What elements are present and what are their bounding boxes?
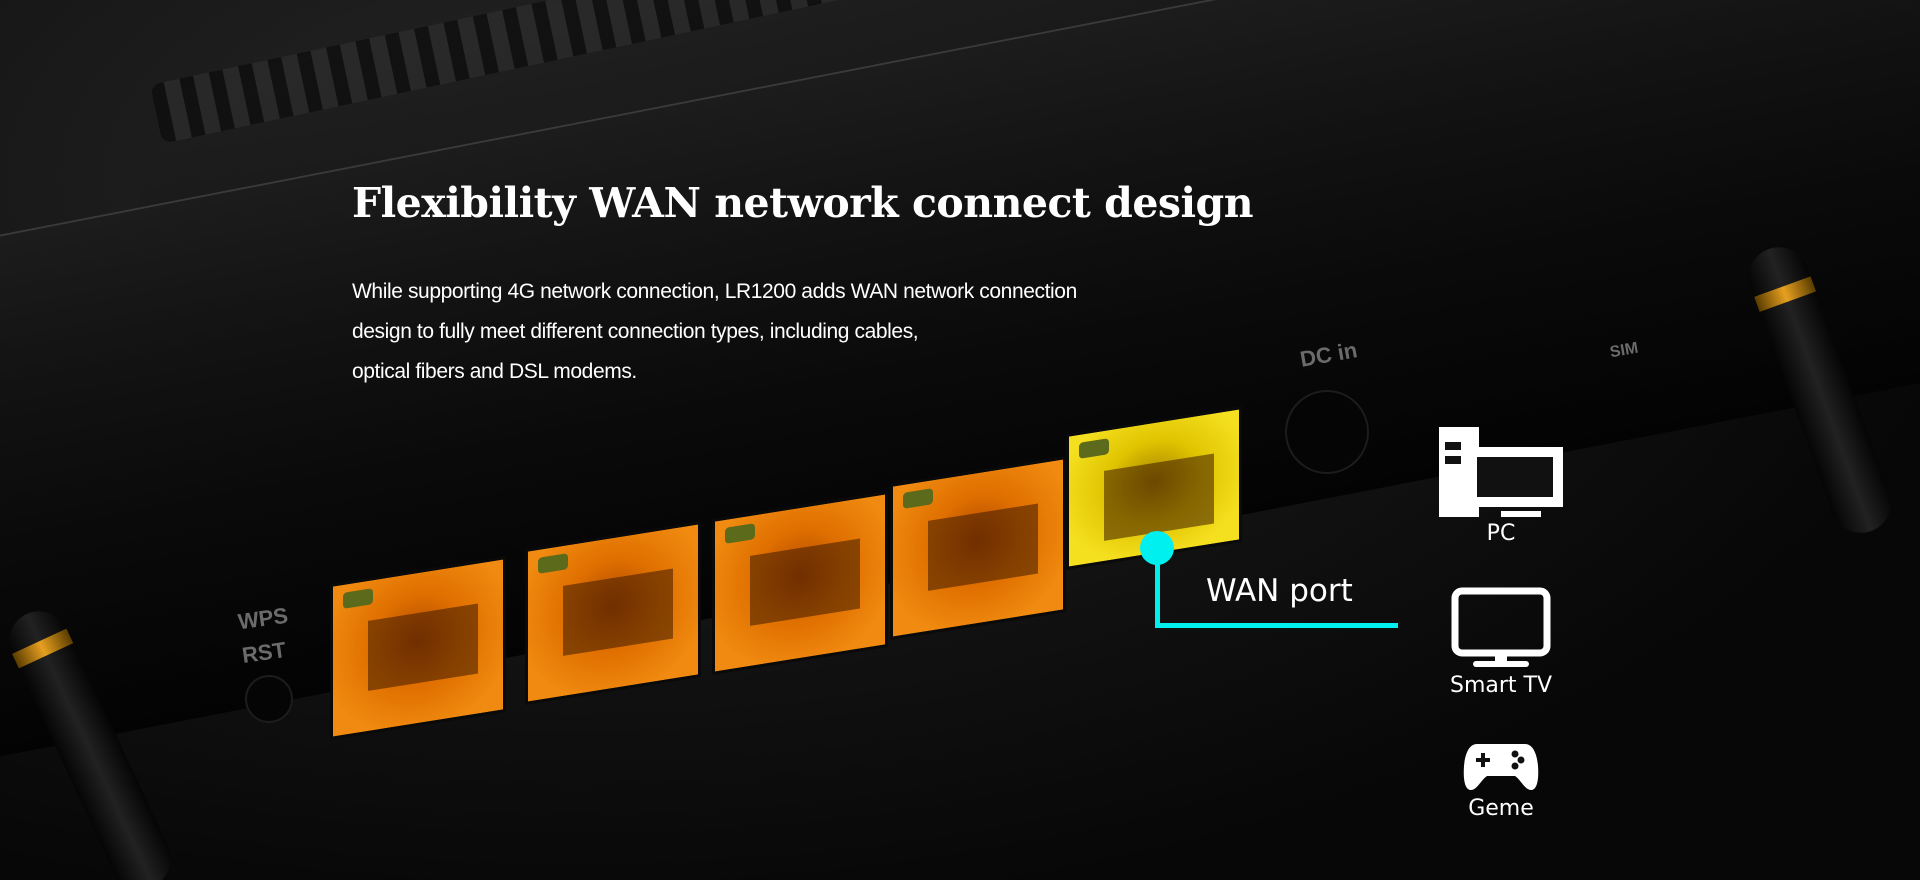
pc-icon	[1439, 427, 1563, 517]
reset-button	[245, 675, 293, 723]
wan-callout-line-horizontal	[1155, 623, 1398, 628]
lan-port-4	[890, 456, 1066, 640]
description-line: design to fully meet different connectio…	[352, 320, 919, 343]
description-line: While supporting 4G network connection, …	[352, 280, 1077, 303]
lan-port-3	[712, 491, 888, 675]
wan-callout-dot	[1140, 531, 1174, 565]
device-label: Smart TV	[1449, 673, 1553, 698]
wan-callout-label: WAN port	[1206, 573, 1353, 609]
device-label: PC	[1486, 521, 1516, 546]
device-pc: PC	[1421, 427, 1581, 546]
smart-tv-icon	[1451, 587, 1551, 667]
section-content: Flexibility WAN network connect design W…	[352, 176, 1254, 392]
lan-port-2	[525, 521, 701, 705]
wan-callout-line-vertical	[1155, 560, 1160, 628]
device-label: Geme	[1468, 796, 1534, 821]
lan-port-1	[330, 556, 506, 740]
dc-in-jack	[1285, 390, 1369, 474]
section-description: While supporting 4G network connection, …	[352, 272, 1212, 392]
section-title: Flexibility WAN network connect design	[352, 179, 1254, 227]
gamepad-icon	[1463, 744, 1539, 790]
description-line: optical fibers and DSL modems.	[352, 360, 637, 383]
device-smart-tv: Smart TV	[1421, 587, 1581, 698]
device-game: Geme	[1421, 740, 1581, 821]
